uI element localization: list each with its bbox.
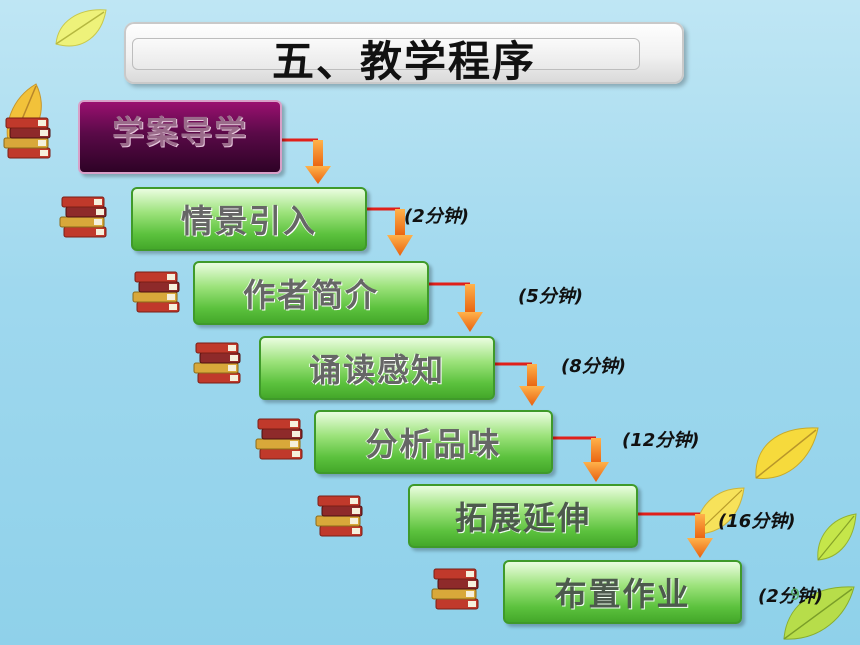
down-arrow-icon <box>636 512 713 558</box>
step-5-box[interactable]: 分析品味 <box>314 410 553 474</box>
step-6-time: (16分钟) <box>718 511 796 532</box>
step-4-label: 诵读感知 <box>308 351 445 389</box>
down-arrow-icon <box>553 436 609 482</box>
books-icon <box>255 418 303 460</box>
step-5-time: (12分钟) <box>622 430 700 451</box>
page-number: 9 <box>790 585 801 604</box>
step-6-label: 拓展延伸 <box>454 499 591 537</box>
books-icon <box>59 196 107 238</box>
page-title: 五、教学程序 <box>271 37 536 86</box>
leaf-icon <box>783 586 855 640</box>
down-arrow-icon <box>495 362 545 406</box>
step-7-time: (2分钟) <box>758 586 823 607</box>
books-icon <box>315 495 363 537</box>
down-arrow-icon <box>364 207 413 256</box>
leaf-icon <box>817 513 857 561</box>
step-1-label: 学案导学 <box>111 113 248 151</box>
books-icon <box>193 342 241 384</box>
step-4-box[interactable]: 诵读感知 <box>259 336 495 400</box>
step-2-box[interactable]: 情景引入 <box>131 187 367 251</box>
step-7-box[interactable]: 布置作业 <box>503 560 742 624</box>
step-5-label: 分析品味 <box>365 425 502 463</box>
title-plate-inner <box>132 38 640 70</box>
books-icon <box>3 117 51 159</box>
step-3-label: 作者简介 <box>242 276 379 314</box>
step-2-time: (2分钟) <box>404 206 469 227</box>
step-6-box[interactable]: 拓展延伸 <box>408 484 638 548</box>
books-icon <box>431 568 479 610</box>
step-7-label: 布置作业 <box>554 575 691 613</box>
books-icon <box>132 271 180 313</box>
leaf-icon <box>55 9 107 47</box>
leaf-icon <box>755 427 819 479</box>
down-arrow-icon <box>282 138 331 184</box>
down-arrow-icon <box>429 282 483 332</box>
step-1-box[interactable]: 学案导学 <box>78 100 282 174</box>
step-2-label: 情景引入 <box>180 202 317 240</box>
step-3-time: (5分钟) <box>518 286 583 307</box>
step-3-box[interactable]: 作者简介 <box>193 261 429 325</box>
step-4-time: (8分钟) <box>561 356 626 377</box>
title-plate: 五、教学程序 <box>124 22 684 86</box>
